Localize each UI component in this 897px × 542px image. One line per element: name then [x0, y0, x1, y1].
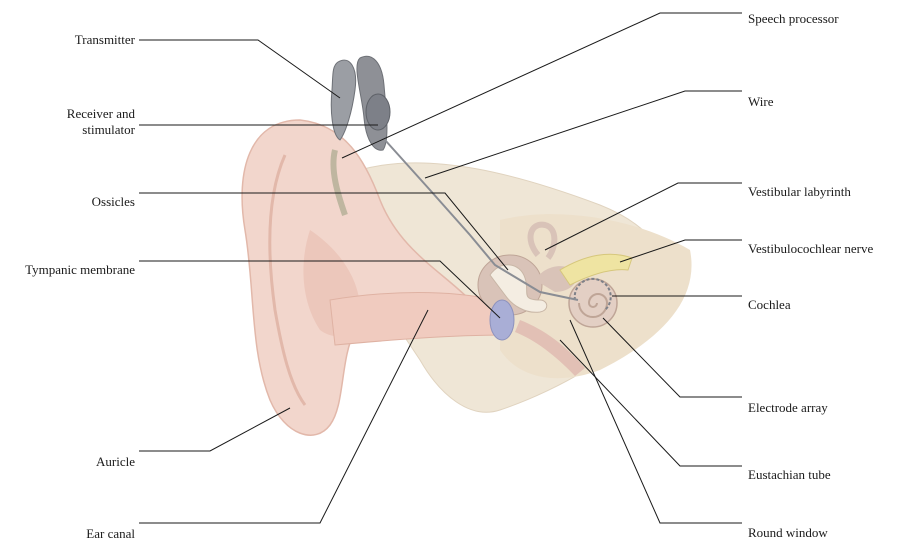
label-vestibulocochlear-nerve: Vestibulocochlear nerve [748, 241, 873, 256]
label-wire: Wire [748, 94, 773, 109]
label-transmitter: Transmitter [30, 32, 135, 47]
label-eustachian-tube: Eustachian tube [748, 467, 831, 482]
label-ossicles: Ossicles [30, 194, 135, 209]
tympanic-membrane-shape [490, 300, 514, 340]
leader-transmitter [139, 40, 340, 98]
leader-wire [425, 91, 742, 178]
label-ear-canal: Ear canal [30, 526, 135, 541]
label-receiver-line1: Receiver and [30, 106, 135, 121]
label-receiver-line2: stimulator [30, 122, 135, 137]
leader-auricle [139, 408, 290, 451]
label-round-window: Round window [748, 525, 828, 540]
label-vestibular-labyrinth: Vestibular labyrinth [748, 184, 851, 199]
label-auricle: Auricle [30, 454, 135, 469]
label-cochlea: Cochlea [748, 297, 791, 312]
leader-speech-processor [342, 13, 742, 158]
transmitter-device [331, 60, 355, 140]
label-tympanic-membrane: Tympanic membrane [0, 262, 135, 277]
label-electrode-array: Electrode array [748, 400, 828, 415]
label-speech-processor: Speech processor [748, 11, 839, 26]
